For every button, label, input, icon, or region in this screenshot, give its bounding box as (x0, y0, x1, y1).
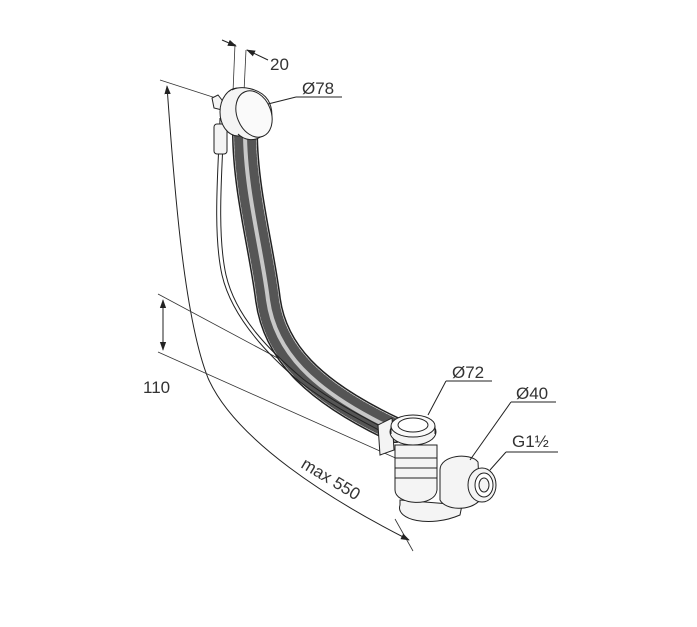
overflow-diameter-callout: Ø78 (267, 79, 342, 105)
thread-size-label: G1½ (512, 432, 549, 451)
overflow-offset-label: 20 (270, 55, 289, 74)
waste-cap (389, 414, 437, 446)
height-dimension: 110 (143, 293, 401, 461)
corrugated-hose (232, 119, 408, 443)
outlet-diameter-label: Ø40 (516, 384, 548, 403)
outlet-diameter-callout: Ø40 (469, 384, 556, 461)
outlet-elbow (439, 455, 497, 509)
overflow-head (211, 87, 273, 141)
thread-size-callout: G1½ (489, 432, 558, 471)
overflow-offset-dimension: 20 (221, 39, 289, 93)
bowden-cable (213, 117, 396, 438)
waste-diameter-callout: Ø72 (427, 363, 492, 416)
overflow-diameter-label: Ø78 (302, 79, 334, 98)
waste-body (377, 417, 463, 522)
cable-sleeve (213, 123, 228, 155)
waste-diameter-label: Ø72 (452, 363, 484, 382)
height-label: 110 (143, 378, 170, 397)
